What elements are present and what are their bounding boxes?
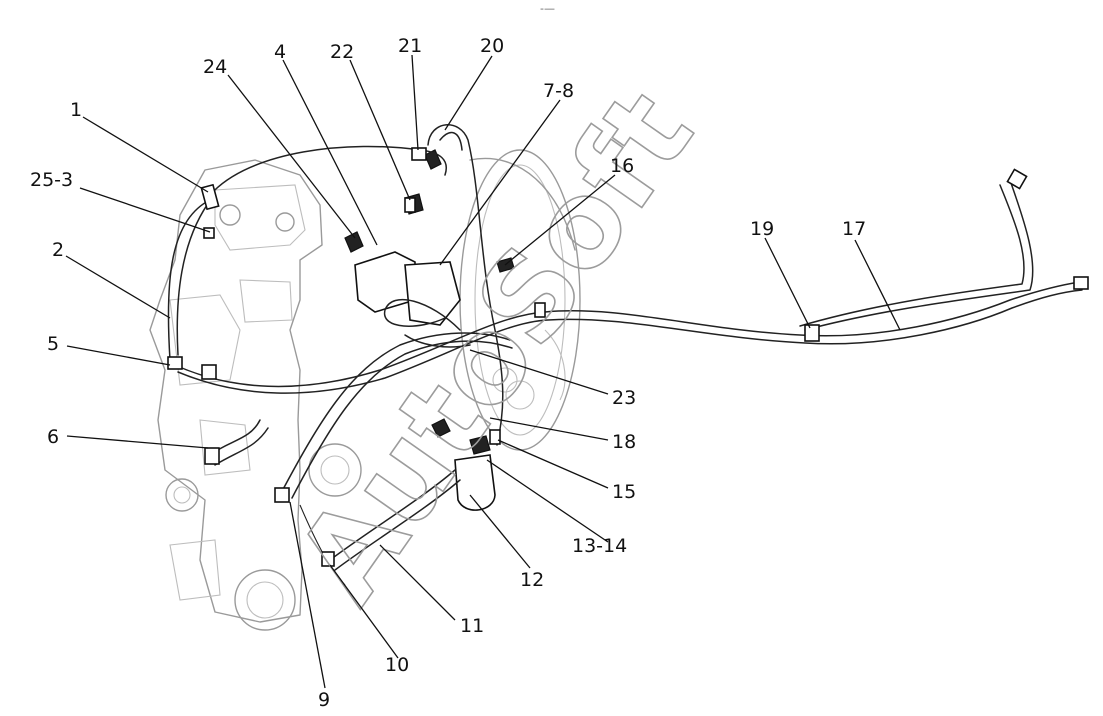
callout-labels: 1 2 25-3 24 4 22 21 20 7-8 16 19 17 5 6 … [30, 35, 866, 711]
callout-9: 9 [318, 689, 330, 711]
filter-pump-unit [344, 149, 515, 326]
leader-lines [65, 54, 901, 689]
hose-lines [167, 124, 1083, 586]
callout-19: 19 [750, 218, 774, 240]
callout-20: 20 [480, 35, 504, 57]
callout-18: 18 [612, 431, 636, 453]
callout-15: 15 [612, 481, 636, 503]
watermark: AutoSoft [270, 66, 720, 626]
callout-6: 6 [47, 426, 59, 448]
callout-24: 24 [203, 56, 227, 78]
callout-10: 10 [385, 654, 409, 676]
transmission-housing [149, 159, 323, 631]
header-mark: -— [540, 2, 555, 15]
callout-25-3: 25-3 [30, 169, 73, 191]
callout-4: 4 [274, 41, 286, 63]
lower-filter [431, 418, 496, 511]
callout-21: 21 [398, 35, 422, 57]
callout-17: 17 [842, 218, 866, 240]
callout-22: 22 [330, 41, 354, 63]
callout-16: 16 [610, 155, 634, 177]
callout-23: 23 [612, 387, 636, 409]
bell-housing [308, 149, 581, 497]
callout-2: 2 [52, 239, 64, 261]
callout-13-14: 13-14 [572, 535, 627, 557]
callout-5: 5 [47, 333, 59, 355]
callout-7-8: 7-8 [543, 80, 574, 102]
callout-12: 12 [520, 569, 544, 591]
callout-1: 1 [70, 99, 82, 121]
hose-fittings [167, 147, 1089, 567]
callout-11: 11 [460, 615, 484, 637]
